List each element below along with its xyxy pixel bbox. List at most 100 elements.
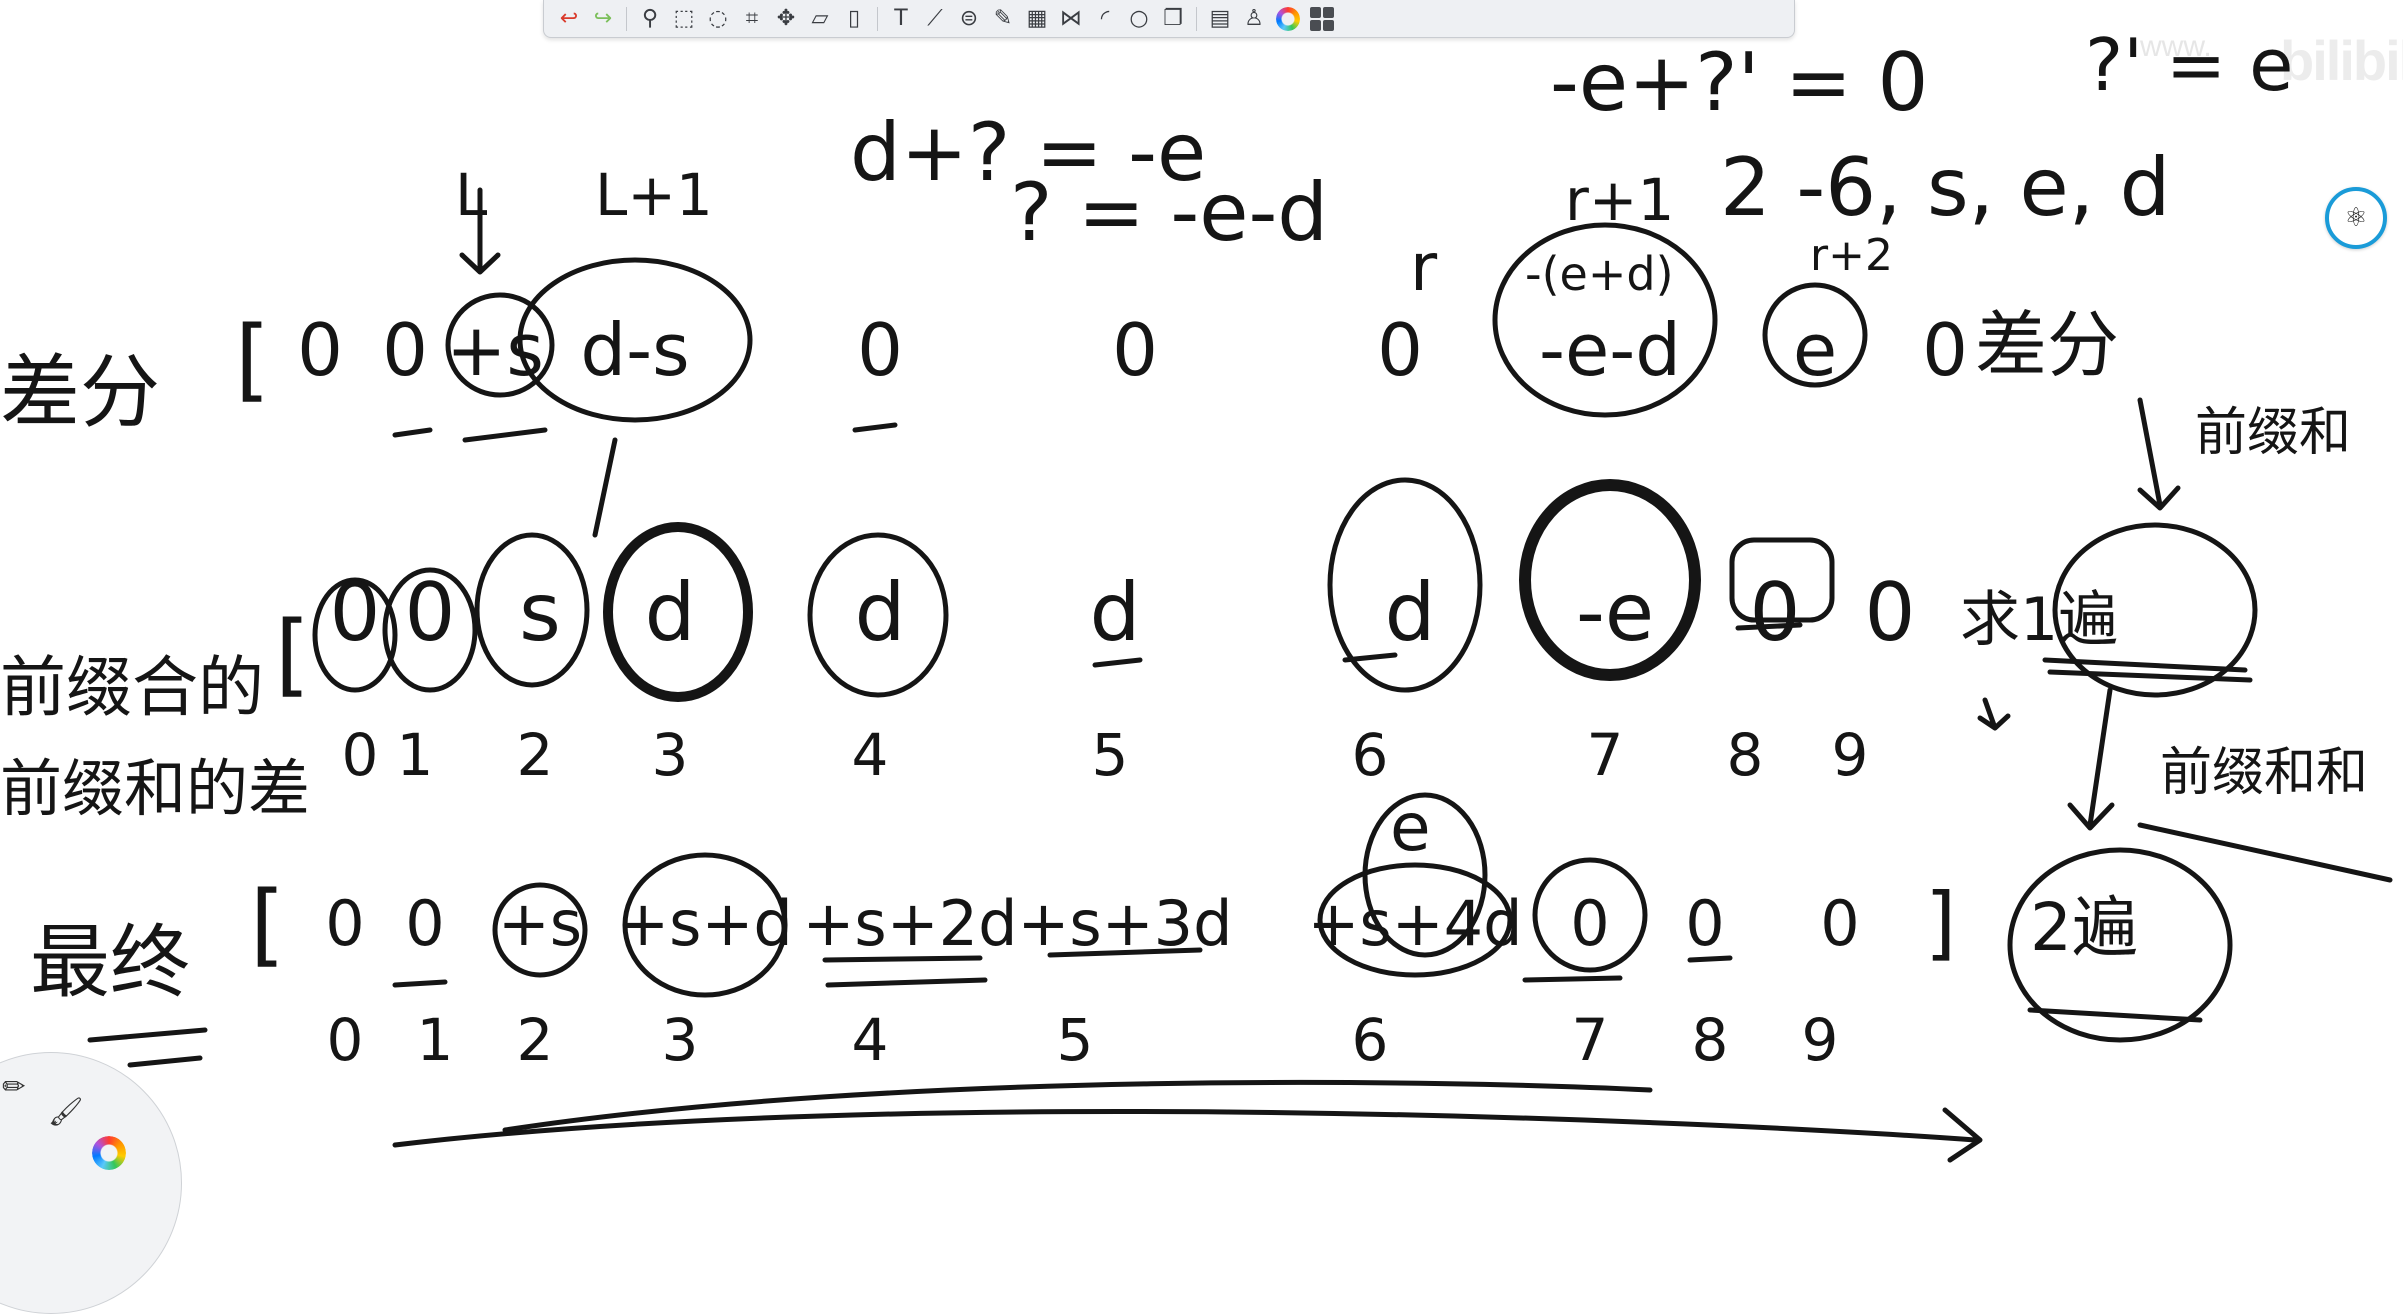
- row1-right-label: 差分: [1975, 303, 2119, 387]
- circle-icon[interactable]: ○: [1129, 5, 1149, 31]
- header-l1-label: L+1: [595, 161, 713, 229]
- shape-icon[interactable]: ▱: [811, 5, 829, 31]
- row3-cell-3: +s+d: [617, 887, 793, 960]
- row2-cell-9: 0: [1865, 566, 1916, 659]
- color-picker-icon[interactable]: [1273, 4, 1303, 34]
- toolbar-separator: [626, 6, 627, 31]
- row3-label: 最终: [30, 916, 190, 1009]
- grid-icon[interactable]: ▦: [1026, 5, 1048, 31]
- stamp-icon[interactable]: ⊜: [959, 5, 979, 31]
- row3-suffix: 2遍: [2030, 889, 2138, 966]
- row3-index-5: 5: [1057, 1006, 1094, 1074]
- floating-assistant-icon[interactable]: ⚛: [2325, 187, 2387, 249]
- row1-cell-3: d-s: [580, 308, 689, 392]
- pencil-tool-icon[interactable]: ✏: [2, 1070, 26, 1103]
- curve-icon[interactable]: ◜: [1100, 5, 1110, 31]
- row1-open-bracket: [: [235, 307, 270, 412]
- row2-index-8: 8: [1727, 721, 1764, 789]
- header-r-label: r: [1410, 229, 1438, 306]
- row3-cell-5: +s+3d: [1017, 887, 1232, 960]
- row2-cell-3: d: [645, 566, 696, 659]
- row3-cell-9: 0: [1820, 887, 1859, 960]
- row3-index-2: 2: [517, 1006, 554, 1074]
- row2-cell-6: d: [1385, 566, 1436, 659]
- row2-open-bracket: [: [275, 602, 310, 707]
- pen-icon[interactable]: ✎: [993, 5, 1013, 31]
- drawing-toolbar: ↩ ↪ ⚲ ⬚ ◌ ⌗ ✥ ▱ ▯ T ⟋ ⊜ ✎ ▦ ⋈ ◜ ○ ❐ ▤ ♙: [543, 0, 1795, 38]
- row3-index-0: 0: [327, 1006, 364, 1074]
- equation-1: d+? = -e: [850, 106, 1206, 199]
- row3-cell-7: 0: [1570, 887, 1609, 960]
- equation-4: ?' = e: [2085, 23, 2293, 107]
- whiteboard-canvas[interactable]: L L+1 r r+1 r+2 d+? = -e ? = -e-d -e+?' …: [0, 0, 2403, 1192]
- redo-icon[interactable]: ↪: [593, 5, 613, 31]
- row1-cell-2: +s: [446, 308, 544, 392]
- color-wheel-icon[interactable]: [92, 1136, 126, 1170]
- row1-cell-7: -e-d: [1539, 308, 1681, 392]
- zoom-icon[interactable]: ⚲: [641, 5, 659, 31]
- move-icon[interactable]: ✥: [776, 5, 796, 31]
- row3-index-1: 1: [417, 1006, 454, 1074]
- equation-2: ? = -e-d: [1010, 166, 1328, 259]
- row3-open-bracket: [: [250, 872, 285, 977]
- crop-icon[interactable]: ⌗: [745, 5, 759, 31]
- text-icon[interactable]: T: [894, 5, 908, 31]
- undo-icon[interactable]: ↩: [559, 5, 579, 31]
- row2-index-9: 9: [1832, 721, 1869, 789]
- row1-above-note: -(e+d): [1525, 247, 1674, 301]
- row3-cell-8: 0: [1685, 887, 1724, 960]
- eraser-icon[interactable]: ▯: [847, 5, 861, 31]
- symmetry-icon[interactable]: ⋈: [1060, 5, 1082, 31]
- row1-cell-0: 0: [297, 308, 343, 392]
- row2-index-0: 0: [342, 721, 379, 789]
- row1-cell-1: 0: [382, 308, 428, 392]
- row3-index-3: 3: [662, 1006, 699, 1074]
- row1-cell-4: 0: [857, 308, 903, 392]
- row2-cell-4: d: [855, 566, 906, 659]
- row3-close-bracket: ]: [1925, 876, 1956, 969]
- row2-cell-0: 0: [330, 566, 381, 659]
- row2-cell-5: d: [1090, 566, 1141, 659]
- row1-cell-8: e: [1793, 308, 1837, 392]
- row2-label-2: 前缀和的差: [0, 752, 310, 825]
- row2-label: 前缀合的: [0, 649, 264, 726]
- select-lasso-icon[interactable]: ◌: [708, 5, 728, 31]
- row3-cell-2: +s: [498, 887, 582, 960]
- header-l-label: L: [455, 161, 487, 229]
- row3-index-6: 6: [1352, 1006, 1389, 1074]
- row2-index-4: 4: [852, 721, 889, 789]
- row3-cell-1: 0: [405, 887, 444, 960]
- row2-cell-1: 0: [405, 566, 456, 659]
- row3-index-8: 8: [1692, 1006, 1729, 1074]
- apps-grid-icon[interactable]: [1307, 4, 1337, 34]
- select-rect-icon[interactable]: ⬚: [673, 5, 695, 31]
- right-note-2: 前缀和和: [2160, 743, 2368, 803]
- header-r1-label: r+1: [1565, 166, 1674, 234]
- right-note-1: 前缀和: [2195, 403, 2351, 463]
- toolbar-separator: [1196, 6, 1197, 31]
- row2-index-6: 6: [1352, 721, 1389, 789]
- row1-cell-6: 0: [1377, 308, 1423, 392]
- row2-index-5: 5: [1092, 721, 1129, 789]
- row2-index-2: 2: [517, 721, 554, 789]
- equation-3: -e+?' = 0: [1550, 36, 1928, 129]
- row3-index-4: 4: [852, 1006, 889, 1074]
- ruler-icon[interactable]: ⟋: [927, 5, 943, 31]
- watermark-text: www.: [2140, 30, 2212, 63]
- row3-cell-6: +s+4d: [1307, 887, 1522, 960]
- document-icon[interactable]: ▤: [1209, 5, 1231, 31]
- row2-suffix: 求1遍: [1960, 585, 2118, 655]
- brush-tool-icon[interactable]: 🖌: [48, 1095, 84, 1128]
- bilibili-logo: bilibili: [2280, 29, 2403, 92]
- sequence-text: 2 -6, s, e, d: [1720, 141, 2170, 234]
- row3-index-7: 7: [1572, 1006, 1609, 1074]
- row2-index-1: 1: [397, 721, 434, 789]
- row1-label: 差分: [0, 346, 160, 439]
- brush-icon[interactable]: ♙: [1244, 5, 1264, 31]
- row2-index-3: 3: [652, 721, 689, 789]
- row3-index-9: 9: [1802, 1006, 1839, 1074]
- layers-icon[interactable]: ❐: [1163, 5, 1183, 31]
- row3-cell-4: +s+2d: [802, 887, 1017, 960]
- row2-cell-7: -e: [1576, 566, 1654, 659]
- toolbar-separator: [877, 6, 878, 31]
